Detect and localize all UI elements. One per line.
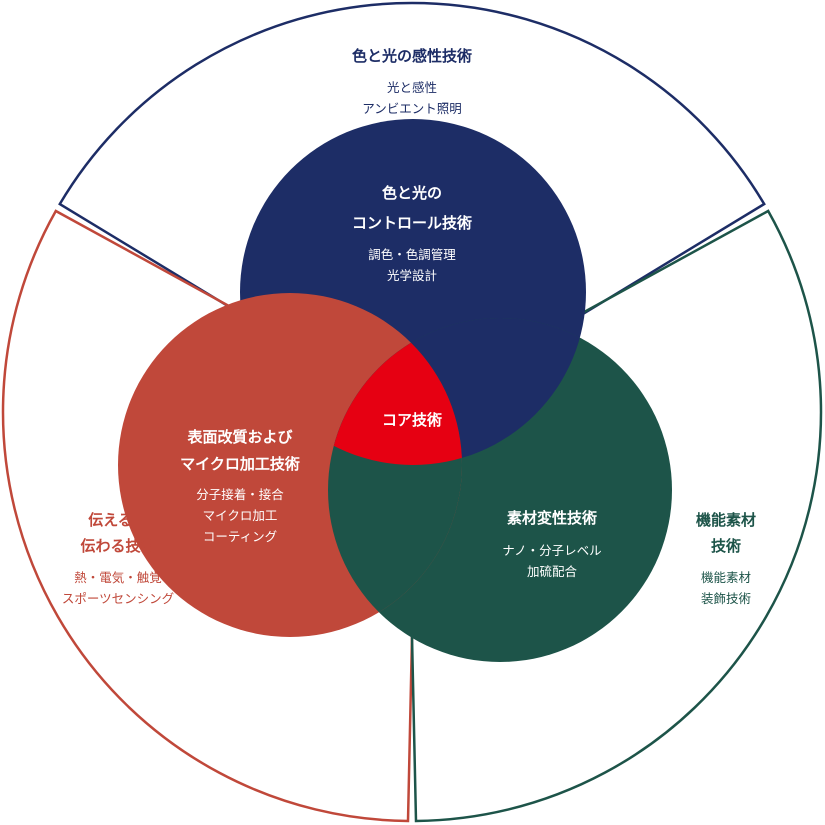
sector-left-title-1: 伝える・ [88, 511, 148, 529]
green-sub-1: ナノ・分子レベル [502, 543, 601, 558]
sector-right-sub-1: 機能素材 [701, 570, 751, 585]
green-title: 素材変性技術 [507, 509, 597, 527]
navy-title-1: 色と光の [382, 184, 442, 202]
green-sub-2: 加硫配合 [527, 564, 578, 579]
sector-left-title-2: 伝わる技術 [80, 537, 155, 555]
navy-title-2: コントロール技術 [352, 214, 472, 232]
core-title: コア技術 [382, 411, 442, 429]
sector-top-outline [58, 1, 766, 397]
red-title-1: 表面改質および [187, 428, 292, 446]
red-sub-3: コーティング [203, 529, 277, 544]
sector-left-sub-1: 熱・電気・触覚 [74, 570, 162, 585]
sector-right-title-1: 機能素材 [696, 511, 756, 529]
navy-overlap [328, 318, 586, 465]
red-sub-2: マイクロ加工 [203, 508, 278, 523]
sector-right-title-2: 技術 [711, 537, 741, 555]
sector-left-outline [1, 209, 418, 823]
navy-sub-1: 調色・色調管理 [368, 247, 456, 262]
sector-right-outline [406, 209, 823, 823]
core-region [328, 318, 462, 465]
sector-top-sub-1: 光と感性 [387, 80, 437, 95]
red-sub-1: 分子接着・接合 [196, 487, 284, 502]
navy-sub-2: 光学設計 [387, 268, 437, 283]
sector-right-sub-2: 装飾技術 [701, 591, 751, 606]
sector-left-sub-2: スポーツセンシング [62, 591, 174, 606]
red-title-2: マイクロ加工技術 [180, 455, 300, 473]
sector-top-sub-2: アンビエント照明 [362, 101, 462, 116]
sector-top-title: 色と光の感性技術 [352, 47, 472, 65]
